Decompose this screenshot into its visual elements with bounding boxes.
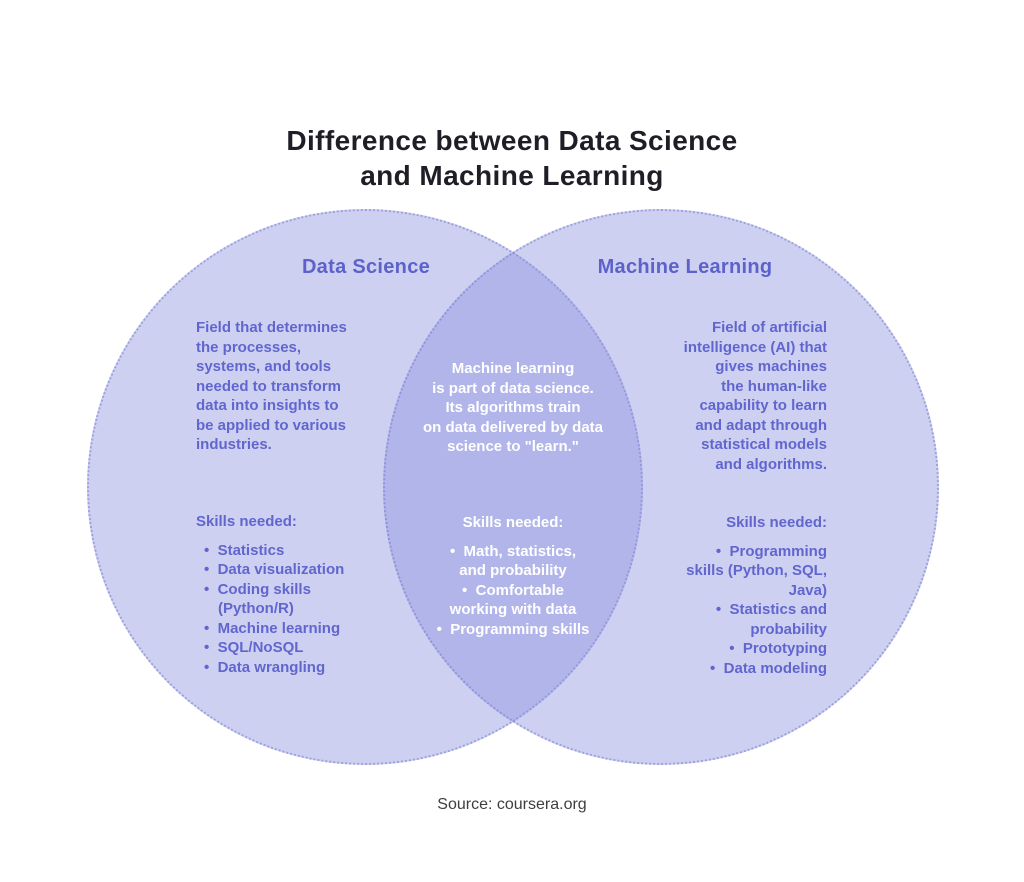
skill-item: Data visualization <box>196 560 356 580</box>
overlap-skills-section: Skills needed: Math, statistics, and pro… <box>435 513 591 639</box>
data-science-skills-section: Skills needed: StatisticsData visualizat… <box>196 512 356 677</box>
machine-learning-heading: Machine Learning <box>597 256 773 278</box>
skill-item: Coding skills (Python/R) <box>196 580 356 619</box>
skill-item: Programming skills (Python, SQL, Java) <box>677 542 827 601</box>
skill-item: Machine learning <box>196 619 356 639</box>
machine-learning-skills-section: Skills needed: Programming skills (Pytho… <box>677 513 827 678</box>
skill-item: Data wrangling <box>196 658 356 678</box>
skills-needed-label: Skills needed: <box>196 513 297 530</box>
machine-learning-description: Field of artificial intelligence (AI) th… <box>683 319 827 473</box>
machine-learning-skills-list: Programming skills (Python, SQL, Java)St… <box>677 542 827 679</box>
overlap-description: Machine learning is part of data science… <box>422 360 604 455</box>
infographic-title: Difference between Data Science and Mach… <box>286 124 738 191</box>
overlap-skills-list: Math, statistics, and probabilityComfort… <box>435 542 591 640</box>
skills-needed-label: Skills needed: <box>726 514 827 531</box>
source-caption: Source: coursera.org <box>437 796 587 813</box>
skill-item: Statistics <box>196 541 356 561</box>
data-science-heading: Data Science <box>301 256 431 278</box>
venn-circle-machine-learning <box>383 209 939 765</box>
data-science-skills-list: StatisticsData visualizationCoding skill… <box>196 541 356 678</box>
skill-item: Statistics and probability <box>677 600 827 639</box>
skill-item: Programming skills <box>435 620 591 640</box>
skill-item: SQL/NoSQL <box>196 638 356 658</box>
skills-needed-label: Skills needed: <box>462 514 564 531</box>
skill-item: Prototyping <box>677 639 827 659</box>
skill-item: Comfortable working with data <box>435 581 591 620</box>
data-science-description: Field that determines the processes, sys… <box>196 319 347 453</box>
skill-item: Data modeling <box>677 659 827 679</box>
skill-item: Math, statistics, and probability <box>435 542 591 581</box>
